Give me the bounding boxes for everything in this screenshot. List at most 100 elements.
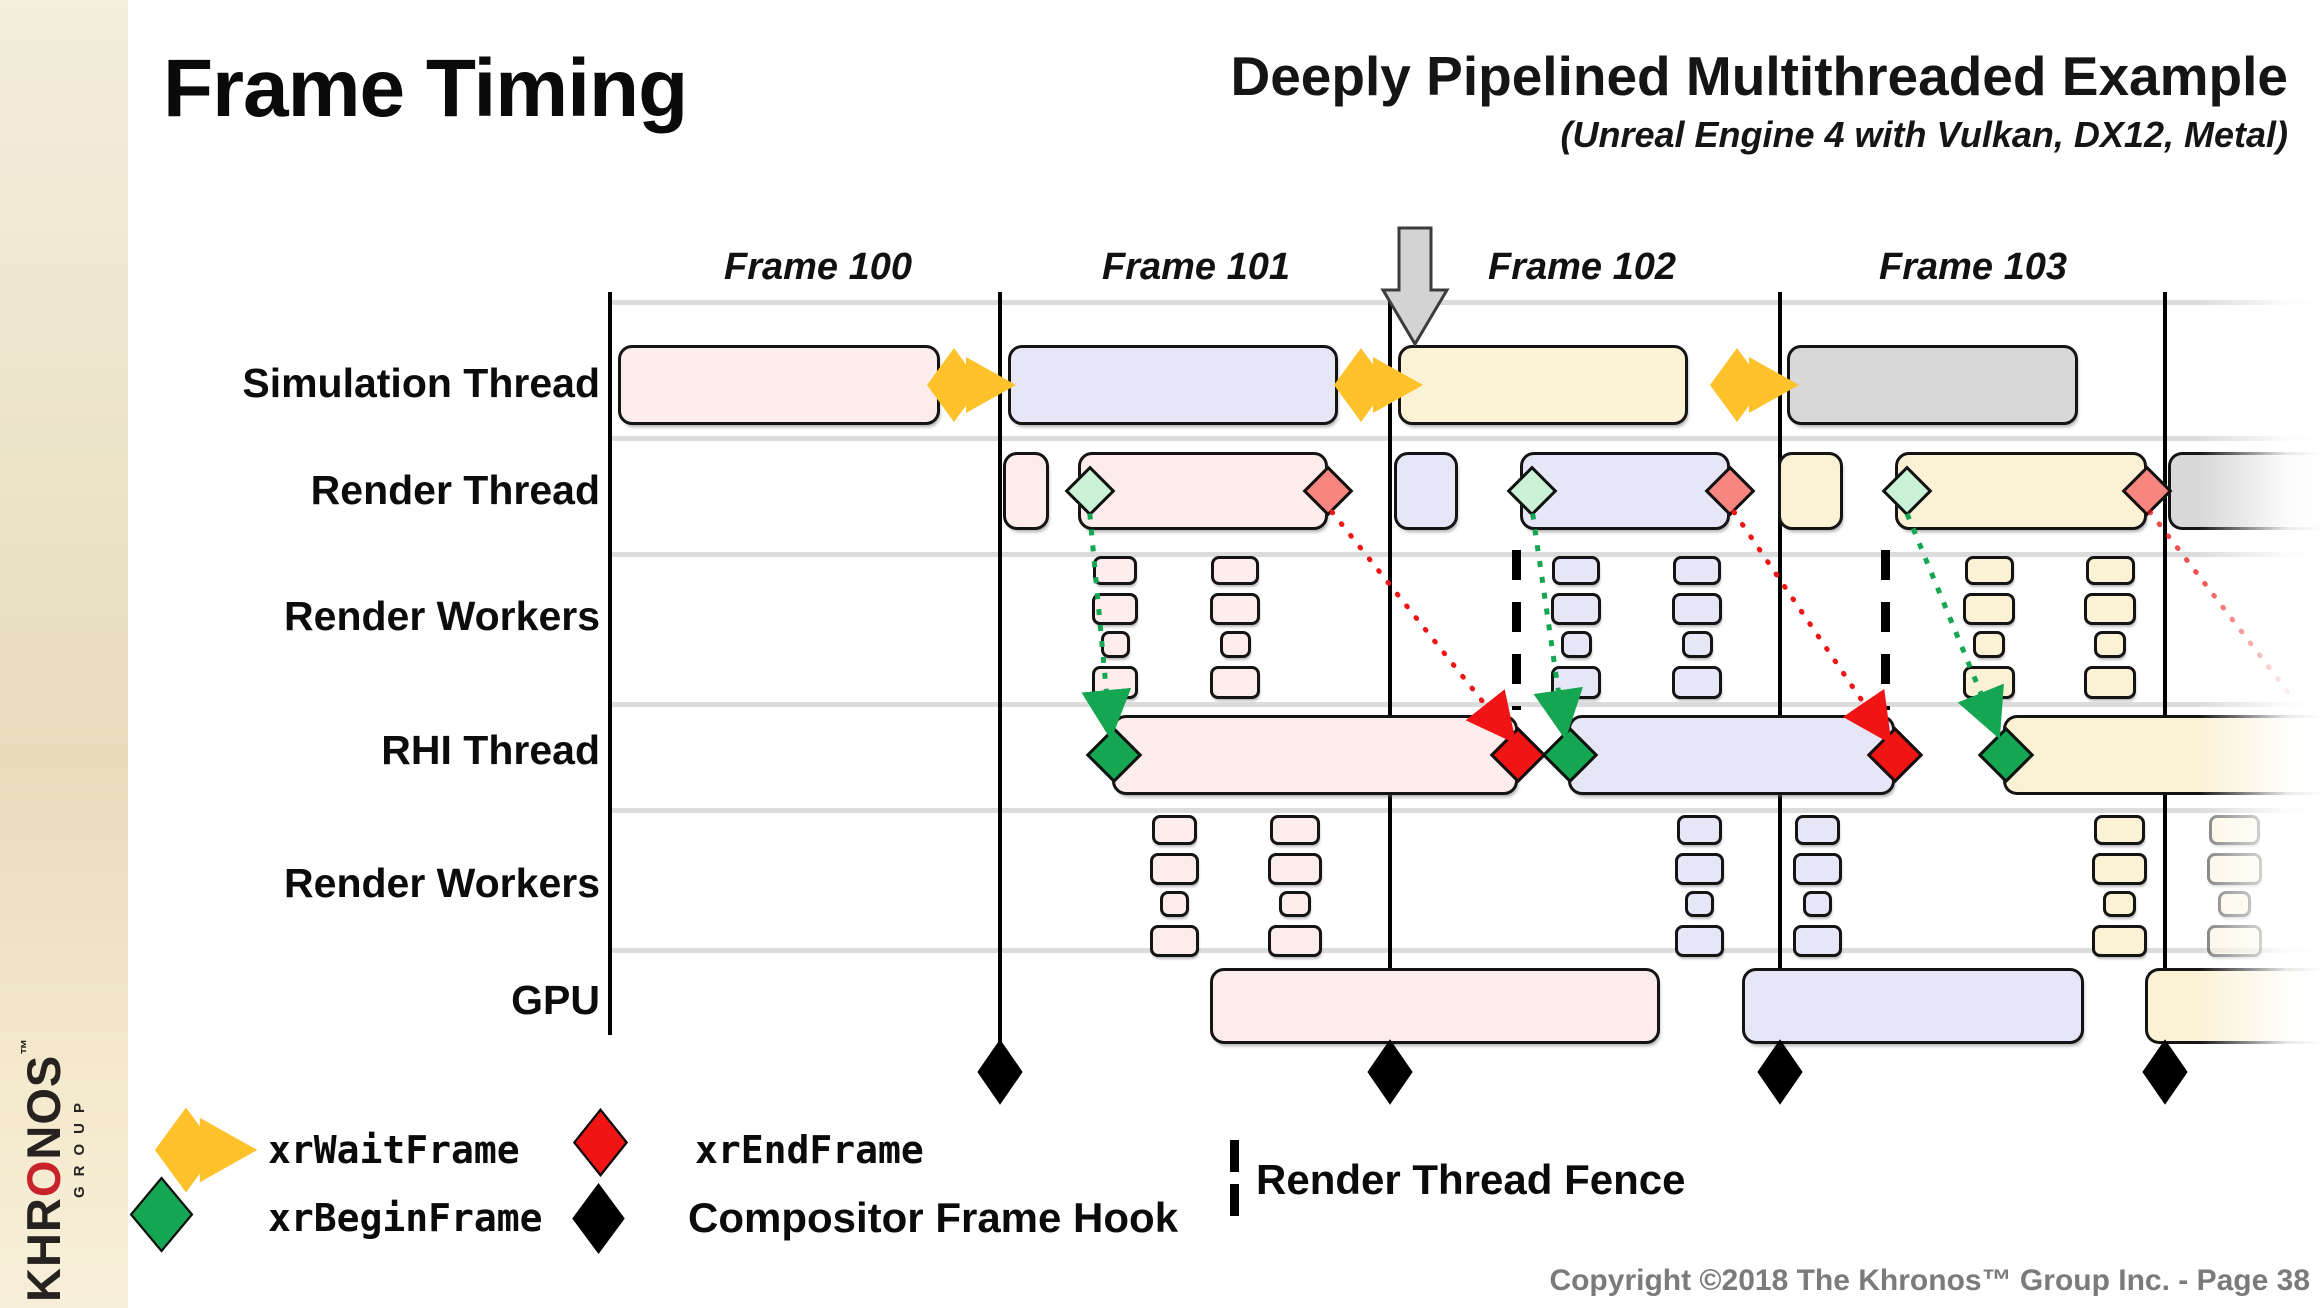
thread-label: GPU xyxy=(511,977,600,1023)
simulation-thread-bar xyxy=(618,345,940,425)
rhi-thread-bar xyxy=(1568,715,1895,795)
render-worker-task xyxy=(1793,853,1842,885)
render-thread-fence xyxy=(1512,550,1521,710)
compositor-frame-hook-diamond-icon xyxy=(1757,1039,1803,1105)
row-separator-line xyxy=(610,702,2324,707)
thread-label: Render Thread xyxy=(310,467,600,513)
frame-boundary-line xyxy=(1388,292,1392,1048)
simulation-thread-bar xyxy=(1008,345,1338,425)
legend-render-thread-fence-label: Render Thread Fence xyxy=(1256,1156,1686,1203)
render-worker-task xyxy=(1560,631,1592,658)
render-worker-task xyxy=(1150,925,1199,957)
render-worker-task xyxy=(1270,815,1320,845)
render-worker-task xyxy=(1100,631,1130,658)
row-separator-line xyxy=(610,300,2324,305)
thread-label: Render Workers xyxy=(284,860,600,906)
render-thread-bar xyxy=(1078,452,1328,530)
render-worker-task xyxy=(1795,815,1840,845)
render-worker-task xyxy=(1092,666,1138,699)
thread-label: Render Workers xyxy=(284,593,600,639)
render-worker-task xyxy=(1219,631,1251,658)
render-thread-bar xyxy=(1895,452,2147,530)
render-worker-task xyxy=(2092,853,2147,885)
thread-label: Simulation Thread xyxy=(242,360,600,406)
row-separator-line xyxy=(610,436,2324,441)
render-worker-task xyxy=(1672,666,1722,699)
render-worker-task xyxy=(1268,853,1322,885)
render-worker-task xyxy=(1963,593,2015,625)
render-worker-task xyxy=(1211,556,1259,585)
render-worker-task xyxy=(1803,891,1832,917)
legend-xrbeginframe-label: xrBeginFrame xyxy=(268,1196,543,1240)
render-thread-bar xyxy=(1778,452,1843,530)
render-worker-task xyxy=(1675,853,1724,885)
xrwaitframe-marker-icon xyxy=(927,348,1016,422)
render-thread-bar xyxy=(1394,452,1458,530)
simulation-thread-bar xyxy=(1787,345,2078,425)
legend-compositor-hook-label: Compositor Frame Hook xyxy=(688,1194,1179,1241)
xrwaitframe-marker-icon xyxy=(154,1107,258,1193)
render-worker-task xyxy=(1210,666,1260,699)
slide-subheading: (Unreal Engine 4 with Vulkan, DX12, Meta… xyxy=(1560,113,2288,155)
render-worker-task xyxy=(1551,666,1601,699)
render-worker-task xyxy=(1677,815,1722,845)
render-worker-task xyxy=(1210,593,1260,625)
render-worker-task xyxy=(1152,815,1197,845)
render-worker-task xyxy=(2092,925,2147,957)
render-worker-task xyxy=(2094,631,2126,658)
render-worker-task xyxy=(2094,815,2145,845)
render-worker-task xyxy=(2103,891,2136,917)
rhi-thread-bar xyxy=(1112,715,1518,795)
render-worker-task xyxy=(1551,593,1601,625)
frame-label: Frame 103 xyxy=(1878,246,2067,288)
render-worker-task xyxy=(2084,666,2136,699)
render-worker-task xyxy=(2085,556,2135,585)
render-thread-fence xyxy=(1881,550,1890,710)
render-worker-task xyxy=(1279,891,1311,917)
frame-boundary-line xyxy=(998,292,1002,1048)
render-worker-task xyxy=(1150,853,1199,885)
render-worker-task xyxy=(1672,593,1722,625)
frame-label: Frame 102 xyxy=(1487,246,1676,288)
render-worker-task xyxy=(1093,556,1137,585)
copyright-text: Copyright ©2018 The Khronos™ Group Inc. … xyxy=(1549,1264,2310,1297)
render-worker-task xyxy=(1685,891,1714,917)
gpu-bar xyxy=(1210,968,1660,1044)
frame-label: Frame 101 xyxy=(1101,246,1290,288)
frame-boundary-line xyxy=(608,292,612,1035)
right-edge-fade xyxy=(2198,282,2324,1107)
compositor-frame-hook-diamond-icon xyxy=(1367,1039,1413,1105)
gpu-bar xyxy=(1742,968,2084,1044)
render-worker-task xyxy=(1963,666,2015,699)
render-worker-task xyxy=(1268,925,1322,957)
render-thread-fence-legend-icon xyxy=(1230,1140,1239,1220)
frame-label: Frame 100 xyxy=(723,246,912,288)
render-worker-task xyxy=(1160,891,1189,917)
row-separator-line xyxy=(610,552,2324,557)
thread-label: RHI Thread xyxy=(381,727,600,773)
compositor-frame-hook-diamond-icon xyxy=(977,1039,1023,1105)
simulation-thread-bar xyxy=(1398,345,1688,425)
render-worker-task xyxy=(1552,556,1600,585)
row-separator-line xyxy=(610,948,2324,953)
render-worker-task xyxy=(1092,593,1138,625)
compositor-frame-hook-diamond-icon xyxy=(2142,1039,2188,1105)
slide-heading: Deeply Pipelined Multithreaded Example xyxy=(1230,45,2289,107)
render-worker-task xyxy=(1675,925,1724,957)
render-worker-task xyxy=(1793,925,1842,957)
legend-xrendframe-label: xrEndFrame xyxy=(695,1128,924,1172)
row-separator-line xyxy=(610,808,2324,813)
frame-boundary-line xyxy=(2163,292,2167,1048)
render-worker-task xyxy=(1681,631,1713,658)
render-worker-task xyxy=(1973,631,2005,658)
render-thread-bar xyxy=(1003,452,1049,530)
heading-block: Deeply Pipelined Multithreaded Example (… xyxy=(700,45,2289,156)
frame-boundary-line xyxy=(1778,292,1782,1048)
render-worker-task xyxy=(2084,593,2136,625)
legend-xrwaitframe-label: xrWaitFrame xyxy=(268,1128,520,1172)
render-worker-task xyxy=(1964,556,2014,585)
khronos-sidebar: KHRONOS™ GROUP xyxy=(0,0,128,1308)
page-title: Frame Timing xyxy=(163,43,688,134)
